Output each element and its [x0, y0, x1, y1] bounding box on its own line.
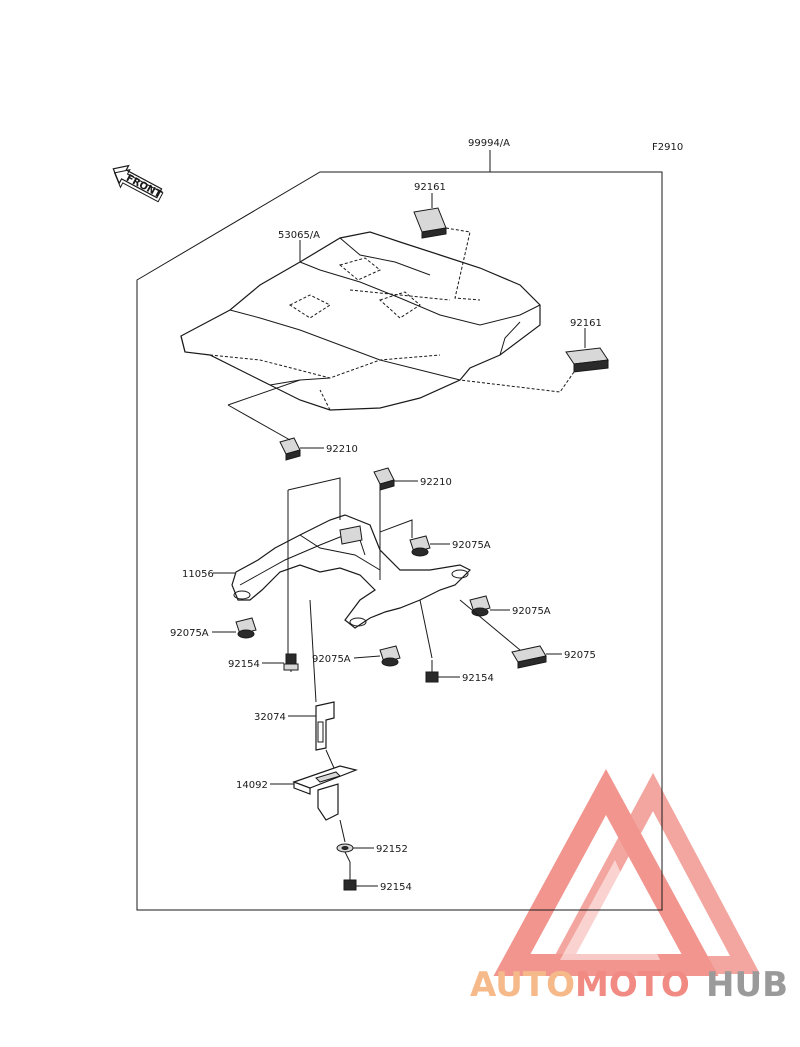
- plate: [292, 765, 358, 821]
- grommet-left: [235, 617, 257, 639]
- cushion-upper: [413, 207, 447, 239]
- nut-right: [373, 467, 395, 491]
- label-grommet-right: 92075A: [512, 606, 551, 617]
- bolt-left: [283, 653, 299, 672]
- label-cushion-right: 92161: [570, 318, 602, 329]
- watermark-logo: [493, 768, 760, 976]
- label-bracket-small: 32074: [254, 712, 286, 723]
- bolt-bottom: [343, 862, 357, 891]
- label-nut-left: 92210: [326, 444, 358, 455]
- label-seat-cover: 53065/A: [278, 230, 320, 241]
- label-bracket: 11056: [182, 569, 214, 580]
- label-grommet-tr: 92075A: [452, 540, 491, 551]
- washer: [336, 843, 354, 853]
- seat-cover: [180, 231, 541, 411]
- diagram-id: F2910: [652, 142, 683, 153]
- grommet-tr: [409, 535, 431, 557]
- front-arrow-icon: FRONT: [112, 164, 164, 203]
- assembly-outline: [136, 171, 663, 911]
- bolt-mid: [425, 660, 439, 683]
- watermark-text: AUTO MOTO HUB: [470, 965, 788, 1005]
- nut-left: [279, 437, 301, 461]
- grommet-right: [469, 595, 491, 617]
- label-grommet-mid: 92075A: [312, 654, 351, 665]
- pad: [511, 645, 547, 669]
- assembly-code: 99994/A: [468, 138, 510, 149]
- label-grommet-left: 92075A: [170, 628, 209, 639]
- label-nut-right: 92210: [420, 477, 452, 488]
- bracket-frame: [231, 514, 472, 629]
- watermark-hub: HUB: [706, 965, 788, 1005]
- label-pad: 92075: [564, 650, 596, 661]
- label-washer: 92152: [376, 844, 408, 855]
- label-bolt-mid: 92154: [462, 673, 494, 684]
- label-plate: 14092: [236, 780, 268, 791]
- label-cushion-upper: 92161: [414, 182, 446, 193]
- bracket-small: [315, 701, 335, 751]
- watermark-auto: AUTO: [470, 965, 575, 1005]
- watermark-moto: MOTO: [575, 965, 690, 1005]
- label-bolt-left: 92154: [228, 659, 260, 670]
- cushion-right: [565, 347, 609, 373]
- grommet-mid: [379, 645, 401, 667]
- label-bolt-bottom: 92154: [380, 882, 412, 893]
